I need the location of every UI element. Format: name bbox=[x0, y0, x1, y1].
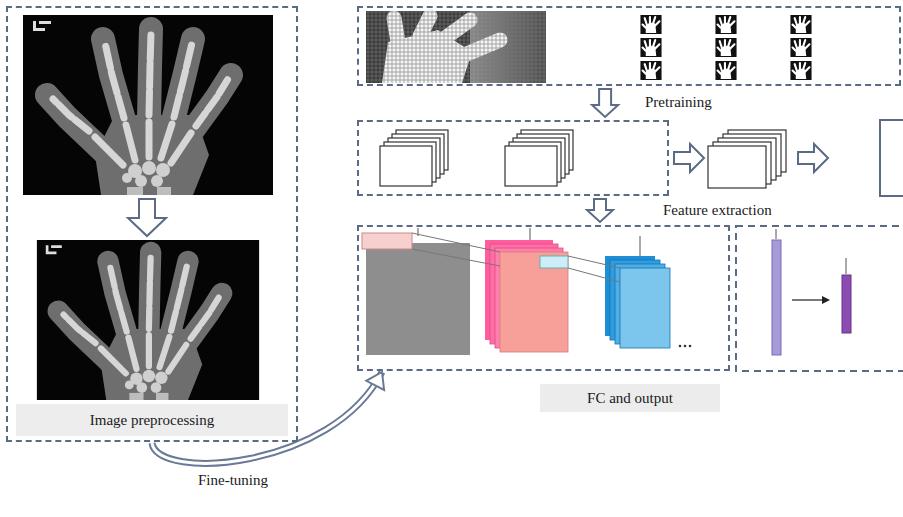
dashed-panel: FC and output bbox=[357, 225, 730, 371]
flow-arrow bbox=[592, 89, 618, 117]
xray-image bbox=[37, 240, 259, 400]
down-arrow bbox=[128, 199, 166, 236]
thumbnail-grid bbox=[640, 15, 811, 80]
feature-map-stack bbox=[505, 130, 573, 186]
panel-label: Pretraining bbox=[645, 94, 712, 111]
right-arrow bbox=[674, 144, 704, 172]
dashed-panel: Pretraining bbox=[357, 6, 901, 86]
panel-label: Image preprocessing bbox=[16, 404, 288, 436]
dashed-panel: Image preprocessing bbox=[6, 6, 298, 442]
cnn-layers bbox=[362, 228, 691, 355]
pixel-hand-image bbox=[366, 11, 546, 83]
right-arrow bbox=[798, 144, 828, 172]
panel-label: FC and output bbox=[540, 384, 720, 412]
fc-layers bbox=[736, 226, 903, 371]
flow-arrow bbox=[587, 199, 613, 222]
dashed-panel: Feature extraction bbox=[357, 120, 669, 196]
feature-map-stack bbox=[708, 130, 786, 188]
feature-map-stack bbox=[380, 130, 448, 186]
edge-label: Fine-tuning bbox=[195, 472, 271, 489]
xray-image bbox=[23, 15, 273, 195]
output-panel bbox=[880, 120, 903, 196]
panel-label: Feature extraction bbox=[663, 202, 772, 219]
